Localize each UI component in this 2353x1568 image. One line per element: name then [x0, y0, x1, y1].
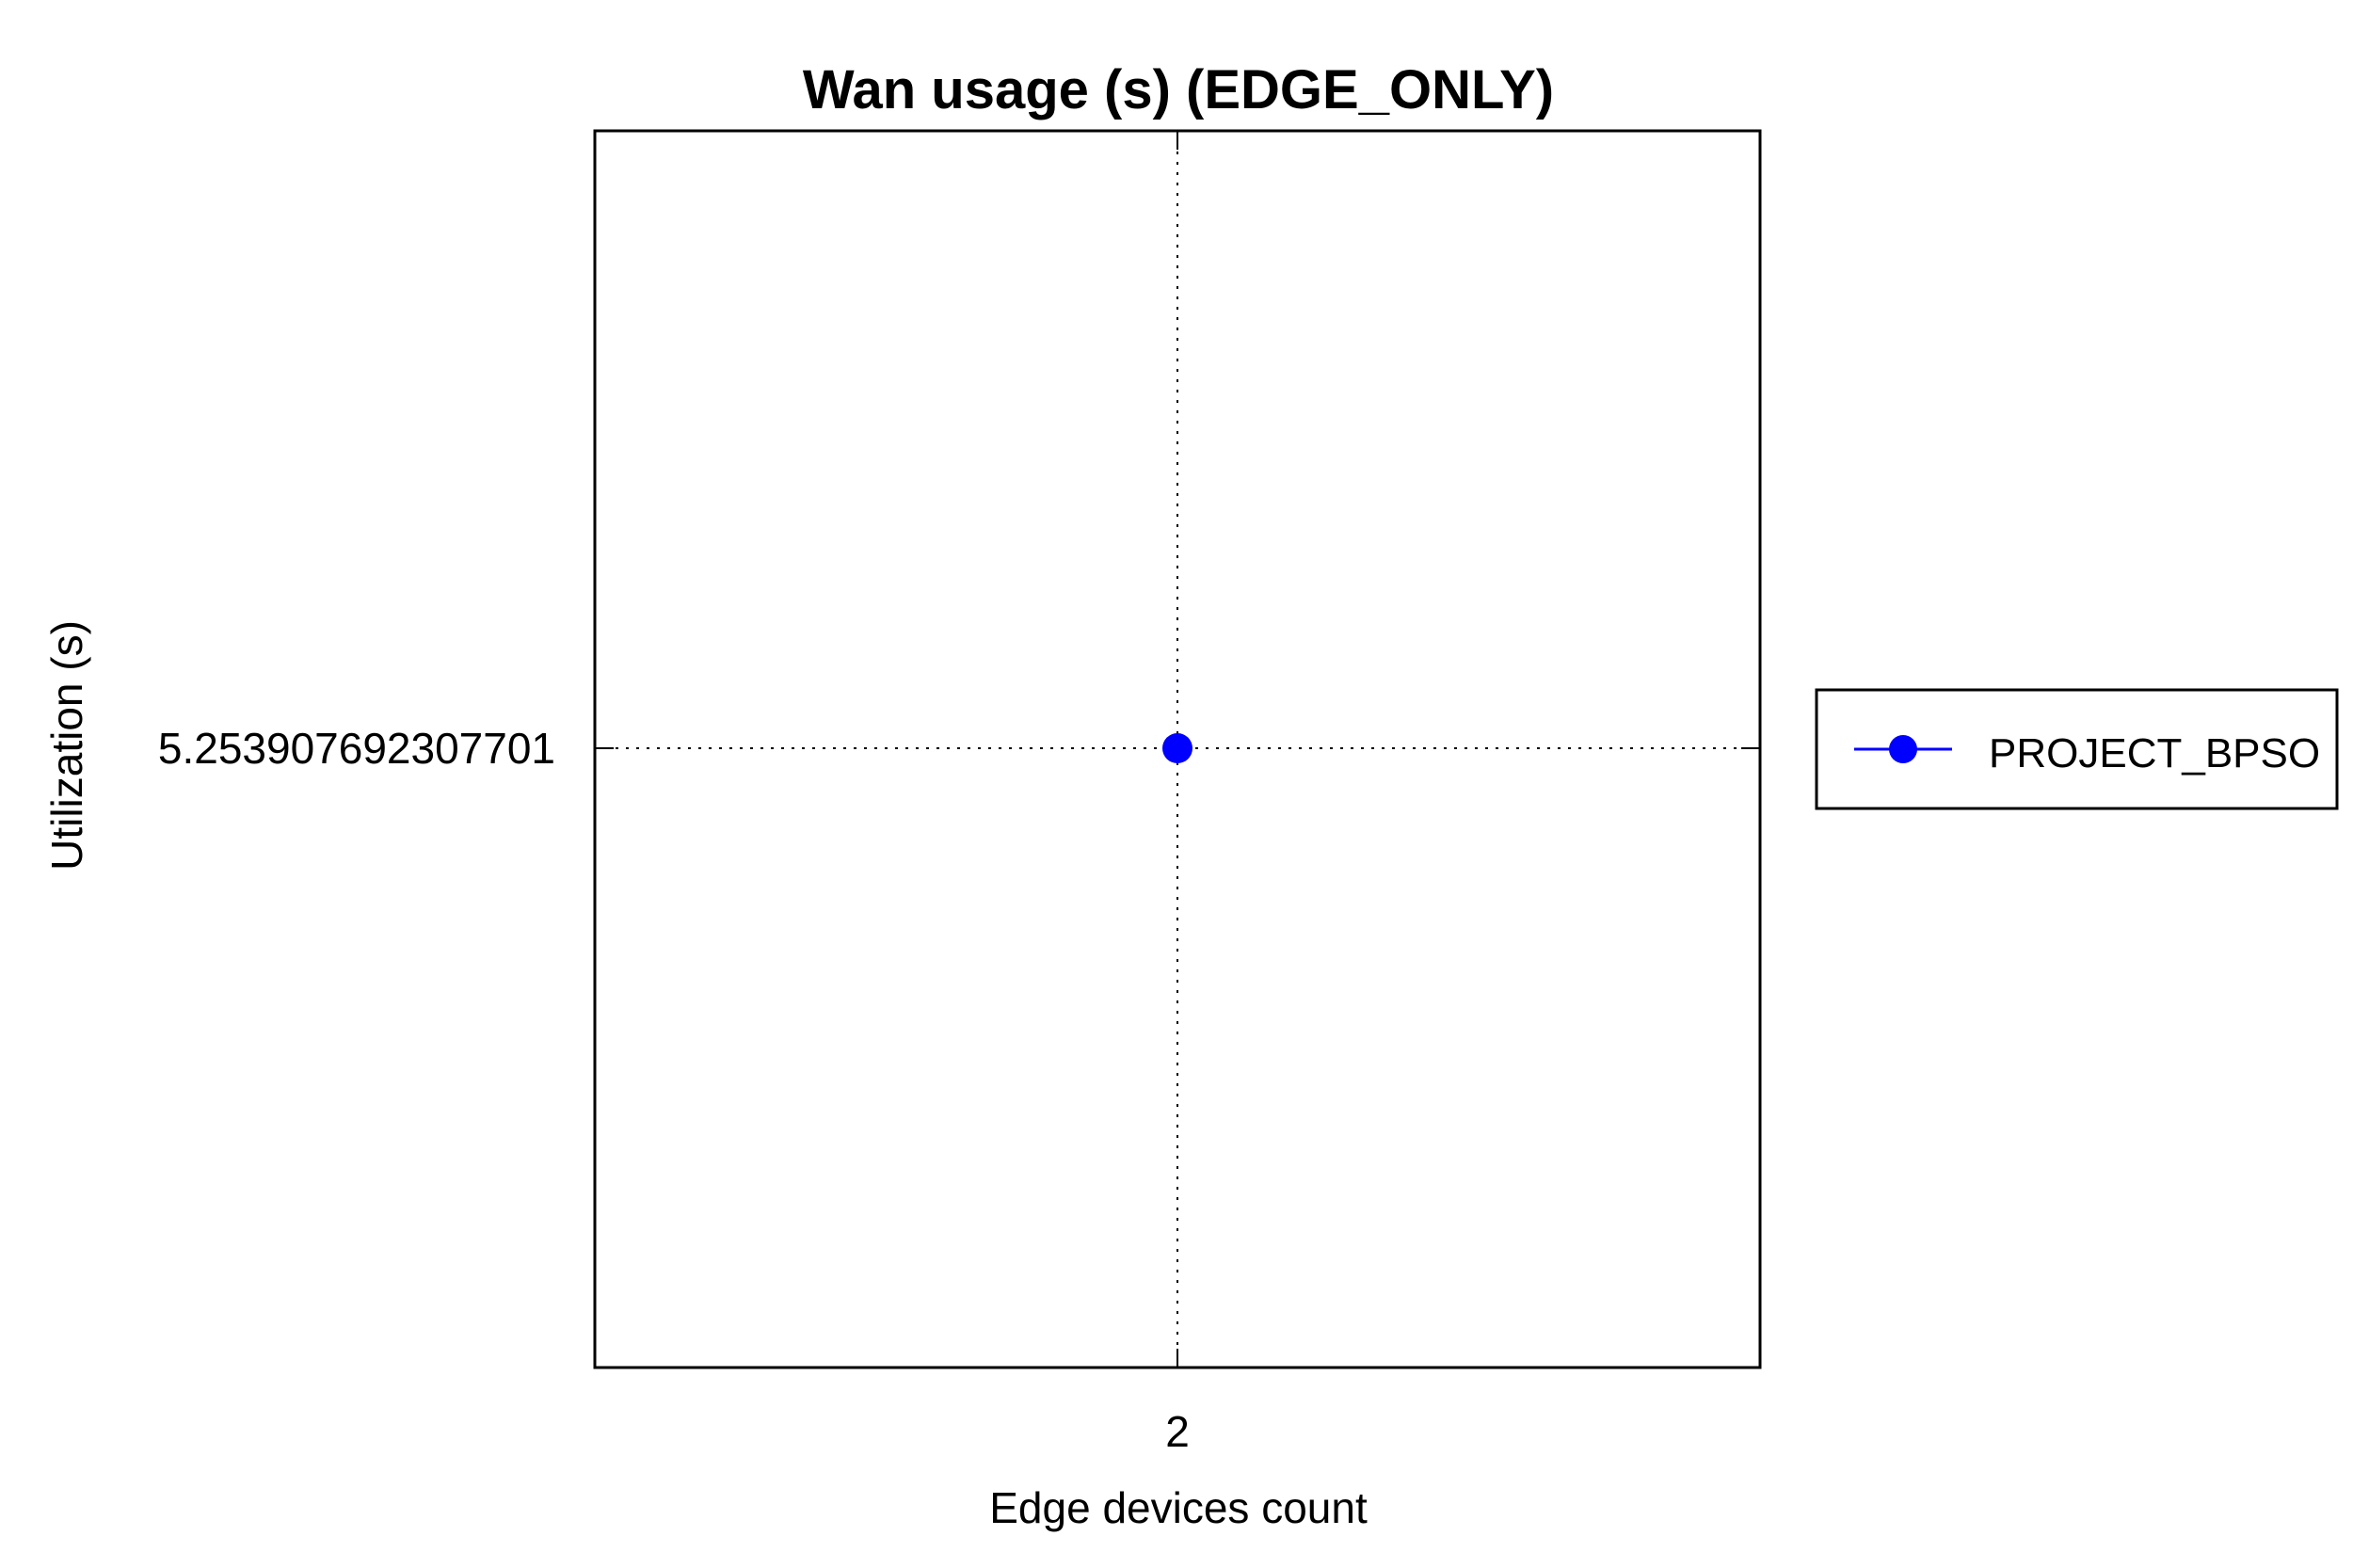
- legend-entry-label: PROJECT_BPSO: [1989, 730, 2320, 776]
- y-tick-label: 5.253907692307701: [158, 724, 555, 773]
- y-axis-label: Utilization (s): [42, 620, 91, 871]
- data-point: [1162, 733, 1193, 763]
- chart-title: Wan usage (s) (EDGE_ONLY): [803, 59, 1554, 120]
- series-layer: [1162, 733, 1193, 763]
- x-axis-label: Edge devices count: [989, 1483, 1368, 1532]
- axis-ticks: 2 5.253907692307701: [158, 131, 1760, 1456]
- legend: PROJECT_BPSO: [1815, 688, 2339, 810]
- x-tick-label: 2: [1165, 1407, 1190, 1456]
- legend-marker: [1889, 735, 1917, 763]
